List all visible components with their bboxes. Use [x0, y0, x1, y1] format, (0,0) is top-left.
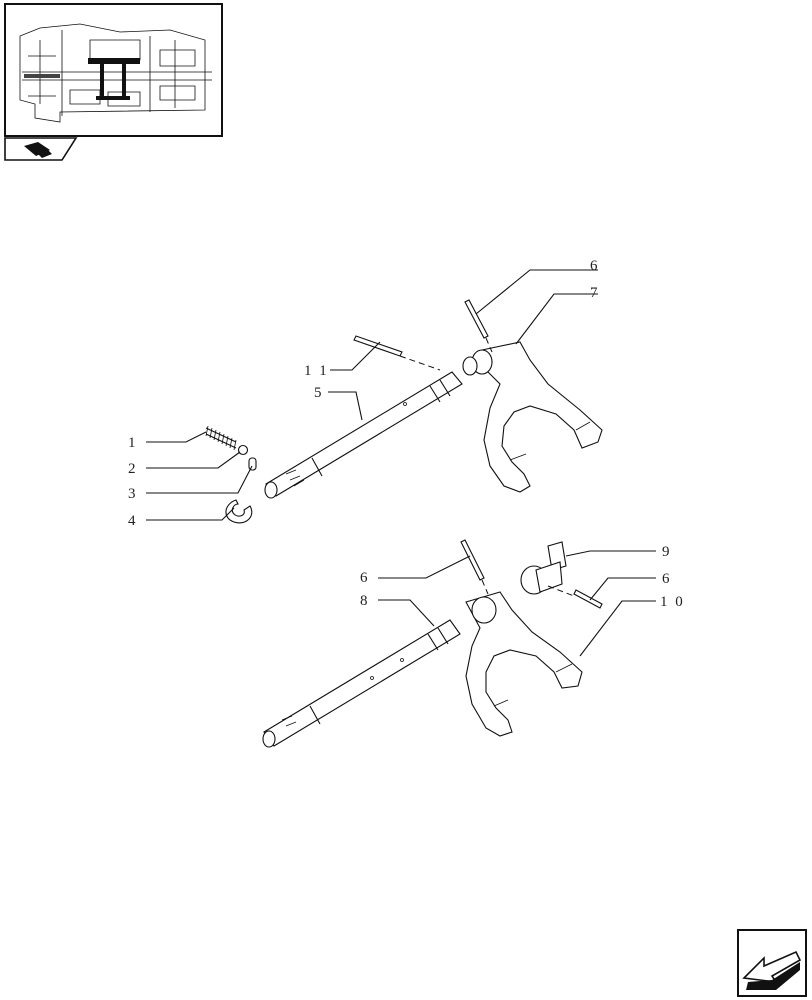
callout-6-right: 6: [662, 571, 672, 587]
block-part-9: [520, 541, 567, 595]
callout-11: 1 1: [304, 363, 329, 379]
section-tab[interactable]: [4, 137, 78, 161]
callout-6-top: 6: [590, 258, 600, 274]
pin-part-6-upper: [464, 299, 489, 339]
callout-5: 5: [314, 385, 324, 401]
pin-part-3: [248, 457, 257, 471]
callout-6-mid: 6: [360, 570, 370, 586]
pin-part-6-left: [460, 539, 485, 581]
fork-part-10: [465, 591, 583, 737]
callout-1: 1: [128, 435, 138, 451]
back-navigation-button[interactable]: [737, 929, 807, 997]
spring-part-1: [205, 425, 237, 451]
rod-part-11: [353, 335, 403, 357]
shaft-part-8: [262, 619, 461, 748]
fork-part-7: [462, 341, 603, 493]
pin-part-6-right: [573, 589, 603, 609]
callout-labels: 1 2 3 4 5 6 7 1 1 6 8 9 6 1 0: [128, 258, 685, 610]
callout-2: 2: [128, 461, 138, 477]
callout-3: 3: [128, 486, 138, 502]
lower-assembly: [262, 539, 603, 748]
callout-8: 8: [360, 593, 370, 609]
leader-lines: [146, 269, 656, 657]
ball-part-2: [237, 444, 249, 456]
callout-9: 9: [662, 544, 672, 560]
callout-10: 1 0: [660, 594, 685, 610]
back-arrow-icon: [742, 950, 802, 990]
shaft-part-5: [264, 371, 463, 499]
section-book-icon: [24, 142, 52, 158]
assembly-thumbnail[interactable]: [4, 3, 223, 137]
callout-4: 4: [128, 513, 138, 529]
upper-assembly: [205, 299, 603, 524]
callout-7: 7: [590, 285, 600, 301]
